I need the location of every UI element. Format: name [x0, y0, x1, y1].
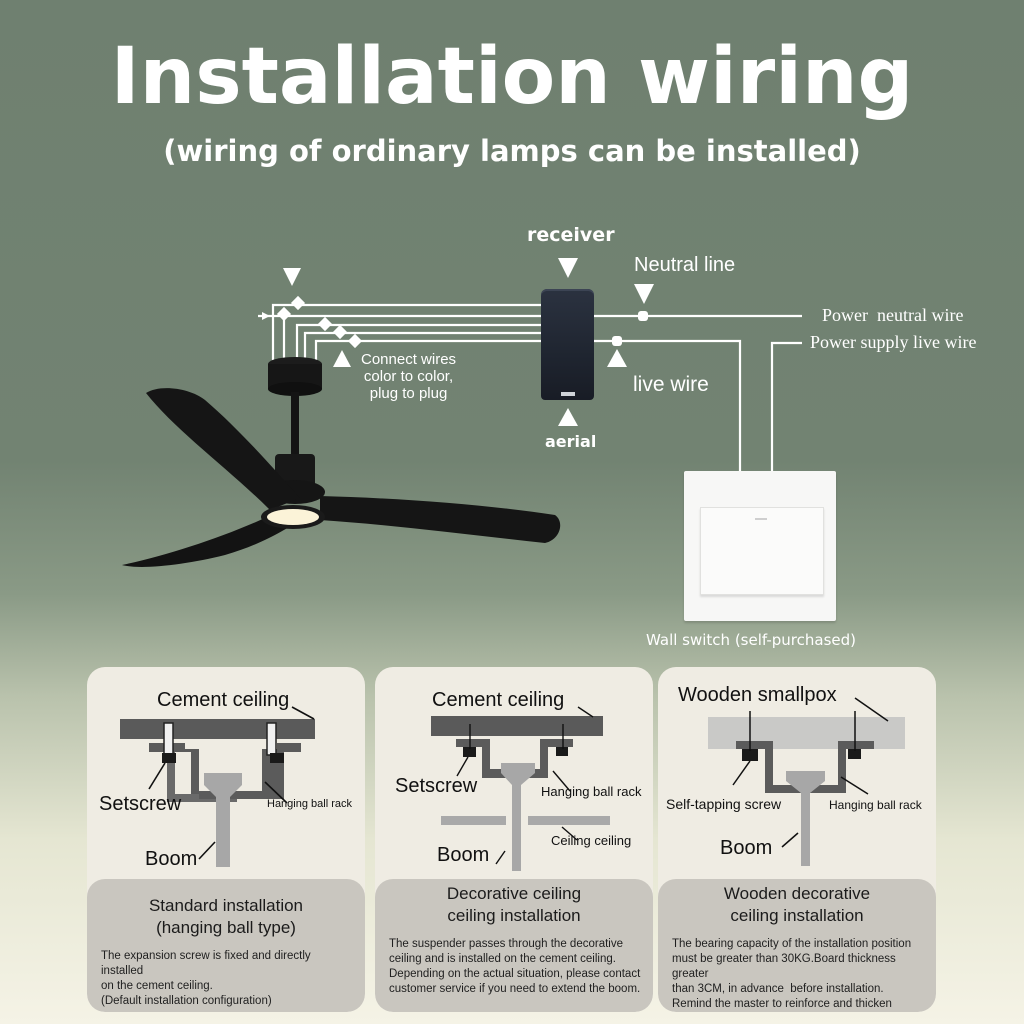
live-wire-label: live wire [633, 373, 709, 396]
card-caption: Wooden decorative ceiling installation T… [658, 879, 936, 1012]
decor-ceiling-label: Ceiling ceiling [551, 833, 632, 848]
ceiling-label: Cement ceiling [157, 689, 290, 711]
receiver-label-tag [561, 392, 575, 396]
card-caption: Standard installation (hanging ball type… [87, 879, 365, 1012]
card-description: The suspender passes through the decorat… [389, 938, 641, 995]
ceiling-label: Wooden smallpox [678, 684, 837, 706]
arrow-markers [283, 258, 654, 426]
wooden-mount-diagram [708, 697, 905, 866]
screw-label: Setscrew [99, 793, 182, 815]
arrow-down-icon [283, 268, 301, 286]
power-neutral-wire-label: Power neutral wire [822, 305, 964, 325]
receiver-device [541, 289, 594, 400]
page-title: Installation wiring [110, 32, 914, 122]
page-subtitle: (wiring of ordinary lamps can be install… [163, 134, 861, 168]
card-title: Decorative ceiling ceiling installation [446, 884, 582, 925]
arrow-down-icon [558, 258, 578, 278]
boom-label: Boom [437, 844, 490, 866]
screw-label: Self-tapping screw [666, 796, 782, 812]
install-card-decorative: Cement ceiling Setscrew Hanging ball rac… [375, 667, 653, 1012]
card-description: The bearing capacity of the installation… [672, 938, 912, 1010]
card-description: The expansion screw is fixed and directl… [101, 950, 311, 1007]
card-title: Wooden decorative ceiling installation [723, 884, 871, 925]
ceiling-label: Cement ceiling [432, 689, 565, 711]
decorative-mount-diagram [431, 706, 610, 871]
boom-label: Boom [145, 848, 198, 870]
switch-indicator [755, 518, 767, 520]
switch-rocker [700, 507, 824, 595]
standard-mount-diagram [120, 706, 315, 867]
wiring-diagram [122, 258, 654, 567]
power-live-wire-label: Power supply live wire [810, 332, 977, 352]
receiver-label: receiver [527, 224, 615, 246]
card-caption: Decorative ceiling ceiling installation … [375, 879, 653, 1012]
arrow-down-icon [634, 284, 654, 304]
wall-switch-label: Wall switch (self-purchased) [646, 631, 856, 649]
arrow-up-icon [333, 350, 351, 367]
rack-label: Hanging ball rack [267, 798, 352, 810]
ceiling-fan-illustration [122, 357, 561, 567]
wall-switch [684, 471, 836, 621]
wire-connectors [262, 295, 648, 349]
arrow-up-icon [607, 349, 627, 367]
rack-label: Hanging ball rack [829, 798, 922, 812]
boom-label: Boom [720, 837, 773, 859]
card-title: Standard installation (hanging ball type… [148, 896, 304, 937]
screw-label: Setscrew [395, 775, 478, 797]
rack-label: Hanging ball rack [541, 784, 642, 799]
connect-wires-note: Connect wires color to color, plug to pl… [361, 351, 457, 402]
aerial-label: aerial [545, 432, 597, 451]
neutral-line-label: Neutral line [634, 254, 736, 276]
install-card-wooden: Wooden smallpox Self-tapping screw Hangi… [658, 667, 936, 1012]
install-card-standard: Cement ceiling Setscrew Hanging ball rac… [87, 667, 365, 1012]
arrow-up-icon [558, 408, 578, 426]
